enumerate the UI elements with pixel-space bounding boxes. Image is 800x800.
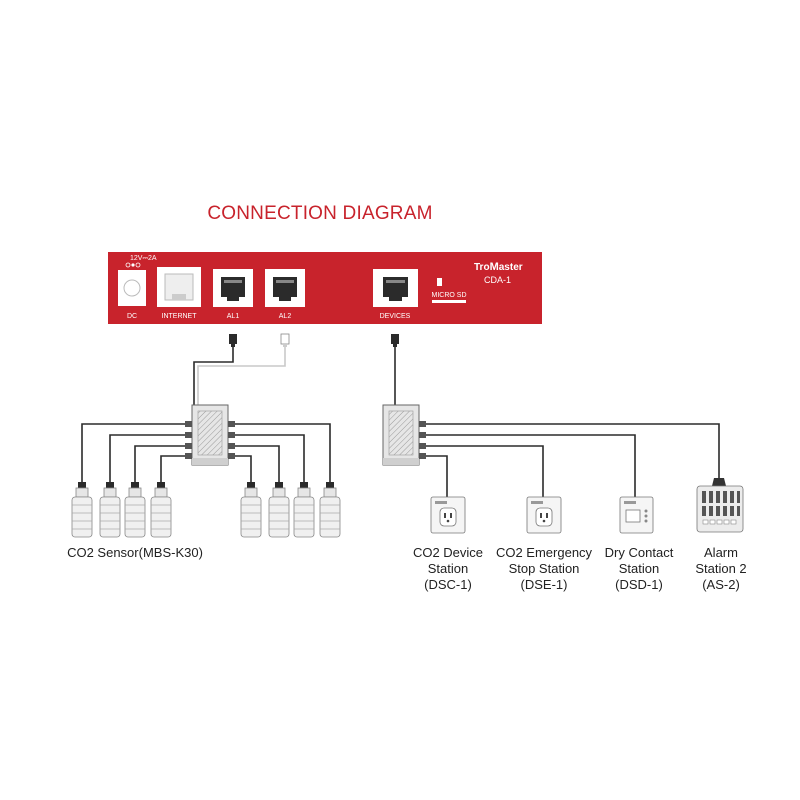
dc-label: DC — [127, 313, 137, 320]
dry-contact-station-icon — [619, 496, 654, 534]
co2-sensor-icon — [71, 481, 341, 538]
dc-port — [118, 270, 146, 306]
svg-text:TroMaster: TroMaster — [474, 261, 523, 273]
power-symbol-icon — [125, 262, 141, 268]
al2-port — [265, 269, 305, 307]
model-label: CDA-1 — [484, 275, 511, 285]
splitter-hub-right — [382, 404, 420, 466]
micro-sd-slot — [432, 300, 466, 303]
co2-sensor-label: CO2 Sensor(MBS-K30) — [67, 545, 203, 560]
devices-plug — [391, 334, 399, 347]
micro-sd-label: MICRO SD — [432, 292, 467, 299]
station-cables — [426, 423, 720, 497]
device-station-icon — [430, 496, 466, 534]
hub-right-jacks — [419, 421, 426, 459]
controller-cables — [193, 347, 396, 410]
splitter-hub-left — [191, 404, 229, 466]
al1-port — [213, 269, 253, 307]
sensor-cables — [81, 423, 331, 488]
devices-port — [373, 269, 418, 307]
alarm-station-icon — [696, 478, 744, 533]
al2-plug — [280, 333, 290, 347]
controller-unit: 12V⎓2A DC INTERNET AL1 — [108, 252, 542, 324]
al1-label: AL1 — [227, 313, 240, 320]
brand-logo: TroMaster — [474, 261, 523, 273]
power-rating: 12V⎓2A — [130, 255, 157, 262]
diagram-title: CONNECTION DIAGRAM — [207, 203, 433, 224]
micro-sd-icon — [437, 278, 442, 286]
devices-label: DEVICES — [380, 313, 411, 320]
al1-plug — [229, 334, 237, 347]
emergency-station-icon — [526, 496, 562, 534]
internet-label: INTERNET — [162, 313, 198, 320]
al2-label: AL2 — [279, 313, 292, 320]
